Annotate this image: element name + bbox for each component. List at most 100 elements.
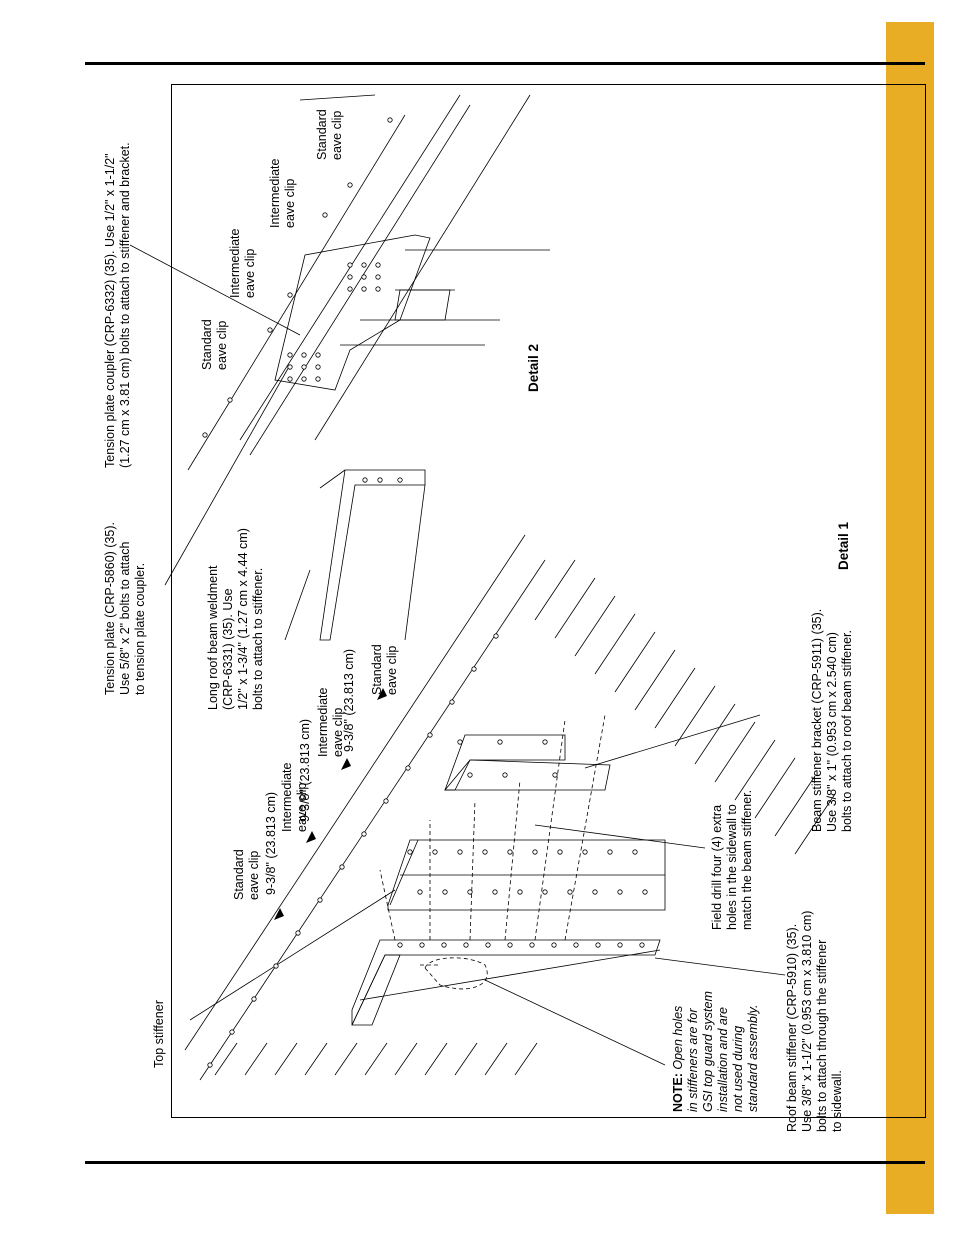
roof-line [274, 1042, 298, 1076]
roof-line [774, 775, 816, 837]
bolt-hole [361, 286, 367, 292]
bolt-hole [273, 963, 279, 969]
bolt-hole [375, 262, 381, 268]
bolt-hole [542, 889, 548, 895]
roof-line [574, 595, 616, 657]
dimension-label-1: 9-3/8" (23.813 cm) [264, 791, 278, 895]
roof-line [424, 1042, 448, 1076]
long-roof-beam-label: Long roof beam weldment (CRP-6331) (35).… [206, 528, 265, 710]
roof-line [484, 1042, 508, 1076]
header-rule [85, 62, 925, 65]
bolt-hole [202, 432, 208, 438]
leader-top-stiffener [189, 889, 396, 1021]
roof-line [394, 1042, 418, 1076]
bolt-hole [339, 864, 345, 870]
roof-line [454, 1042, 478, 1076]
intermediate-clip-label-4: Intermediate eave clip [268, 158, 297, 228]
field-drill-label: Field drill four (4) extra holes in the … [710, 789, 754, 930]
bolt-hole [397, 477, 403, 483]
roof-line [214, 1042, 238, 1076]
bolt-hole [397, 942, 403, 948]
roof-line [694, 703, 736, 765]
bolt-hole [287, 292, 293, 298]
bolt-hole [507, 849, 513, 855]
bolt-hole [552, 772, 558, 778]
bolt-hole [542, 739, 548, 745]
bolt-hole [383, 798, 389, 804]
roof-line [514, 1042, 538, 1076]
intermediate-clip-label-3: Intermediate eave clip [228, 228, 257, 298]
section-tab [886, 22, 934, 1214]
bolt-hole [362, 477, 368, 483]
dimension-label-2: 9-3/8" (23.813 cm) [298, 718, 312, 822]
detail2-label: Detail 2 [526, 343, 541, 392]
bolt-hole [315, 364, 321, 370]
beam-stiffener-bracket-label: Beam stiffener bracket (CRP-5911) (35). … [810, 608, 854, 832]
bolt-hole [592, 889, 598, 895]
bolt-hole [573, 942, 579, 948]
bolt-hole [617, 942, 623, 948]
bolt-hole [492, 889, 498, 895]
tension-plate-coupler-label: Tension plate coupler (CRP-6332) (35). U… [103, 142, 132, 468]
bolt-hole [467, 889, 473, 895]
roof-line [614, 631, 656, 693]
footer-rule [85, 1161, 925, 1164]
bolt-hole [507, 942, 513, 948]
bolt-hole [315, 352, 321, 358]
standard-clip-label-3: Standard eave clip [200, 319, 229, 370]
bolt-hole [432, 849, 438, 855]
bolt-hole [251, 996, 257, 1002]
bolt-hole [317, 897, 323, 903]
bolt-hole [449, 699, 455, 705]
bolt-hole [482, 849, 488, 855]
bolt-hole [295, 930, 301, 936]
bolt-hole [463, 942, 469, 948]
bolt-hole [347, 286, 353, 292]
dimension-label-3: 9-3/8" (23.813 cm) [342, 648, 356, 752]
bolt-hole [301, 364, 307, 370]
bolt-hole [347, 262, 353, 268]
bolt-hole [301, 376, 307, 382]
bolt-hole [595, 942, 601, 948]
bolt-hole [419, 942, 425, 948]
bolt-hole [632, 849, 638, 855]
bolt-hole [427, 732, 433, 738]
bolt-hole [642, 889, 648, 895]
bolt-hole [375, 274, 381, 280]
bolt-hole [532, 849, 538, 855]
bolt-hole [617, 889, 623, 895]
bolt-hole [387, 117, 393, 123]
bolt-hole [375, 286, 381, 292]
roof-beam-stiffener-label: Roof beam stiffener (CRP-5910) (35). Use… [785, 910, 844, 1132]
bolt-hole [485, 942, 491, 948]
roof-line [734, 739, 776, 801]
long-roof-beam [319, 469, 426, 641]
bolt-hole [287, 352, 293, 358]
bolt-hole [607, 849, 613, 855]
bolt-hole [529, 942, 535, 948]
roof-line [794, 793, 836, 855]
bolt-hole [301, 352, 307, 358]
roof-line [534, 559, 576, 621]
bolt-hole [457, 849, 463, 855]
bolt-hole [315, 376, 321, 382]
bolt-hole [493, 633, 499, 639]
roof-line [634, 649, 676, 711]
bolt-hole [361, 831, 367, 837]
standard-clip-label-4: Standard eave clip [315, 109, 344, 160]
roof-line [304, 1042, 328, 1076]
roof-line [554, 577, 596, 639]
bolt-hole [347, 182, 353, 188]
roof-line [364, 1042, 388, 1076]
roof-line [594, 613, 636, 675]
leader-note [484, 979, 666, 1066]
roof-line [244, 1042, 268, 1076]
bolt-hole [347, 274, 353, 280]
bolt-hole [322, 212, 328, 218]
roof-line [654, 667, 696, 729]
bolt-hole [502, 772, 508, 778]
top-stiffener-label: Top stiffener [152, 1000, 166, 1068]
bolt-hole [207, 1062, 213, 1068]
roof-line [754, 757, 796, 819]
bolt-hole [267, 327, 273, 333]
